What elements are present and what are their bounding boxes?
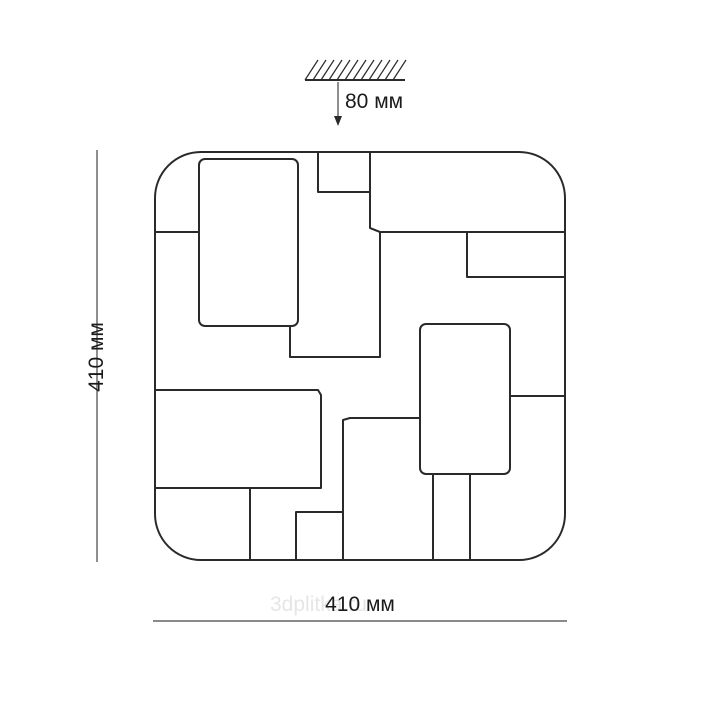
ceiling-mount: [304, 59, 407, 81]
mount-depth-arrow: [334, 82, 342, 126]
height-label: 410 мм: [85, 322, 108, 392]
lamp-body: [154, 151, 566, 561]
watermark-text: 3dplitka.ru: [270, 593, 367, 616]
width-label: 410 мм: [325, 593, 395, 616]
mount-depth-label: 80 мм: [345, 90, 403, 113]
panel-right: [419, 323, 511, 475]
lamp-outline: [154, 151, 566, 561]
lamp-pattern: [155, 152, 565, 560]
panel-upper-left: [198, 158, 299, 327]
